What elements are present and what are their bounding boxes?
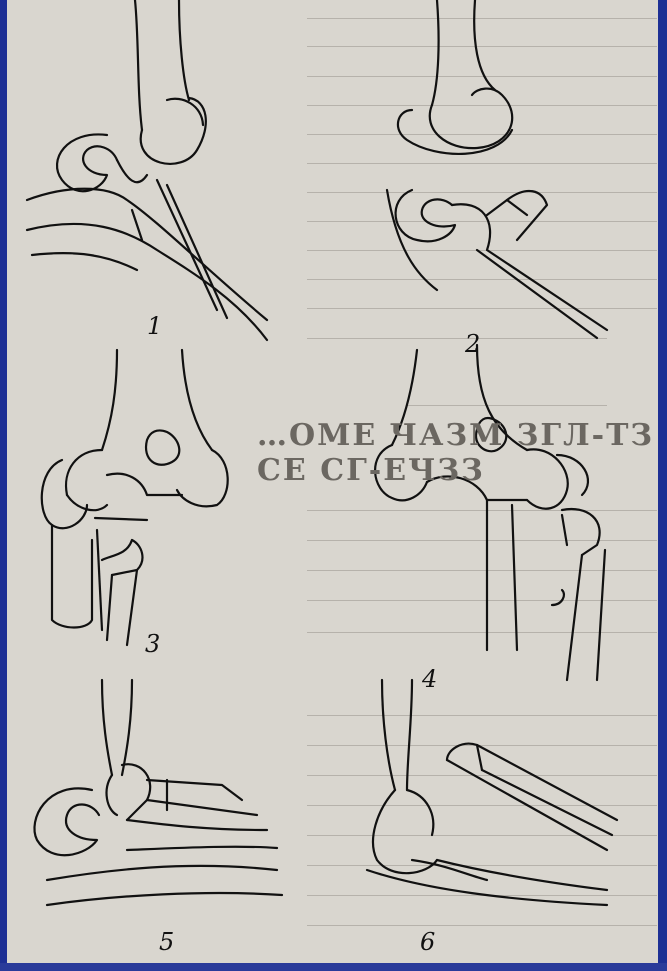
figure-label-6: 6 [420, 928, 435, 956]
figure-label-2: 2 [465, 330, 480, 358]
figure-label-4: 4 [422, 665, 437, 693]
figure-5-drawing [34, 680, 282, 905]
frame-left [0, 0, 7, 971]
background-heading: …ОМЕ ЧАЗМ ЗГЛ‑ТЗ СЕ СГ‑ЕЧЗЗ [257, 418, 658, 488]
figure-4-drawing [375, 345, 605, 680]
figure-label-5: 5 [159, 928, 174, 956]
figure-3-drawing [42, 350, 228, 645]
frame-right [658, 0, 667, 971]
textbook-page: …ОМЕ ЧАЗМ ЗГЛ‑ТЗ СЕ СГ‑ЕЧЗЗ 1 2 3 4 5 6 [7, 0, 658, 966]
figure-1-drawing [27, 0, 267, 340]
figure-6-drawing [367, 680, 617, 905]
figure-label-1: 1 [147, 312, 162, 340]
figure-label-3: 3 [145, 630, 160, 658]
figure-2-drawing [387, 0, 607, 338]
frame-bottom [0, 963, 667, 971]
